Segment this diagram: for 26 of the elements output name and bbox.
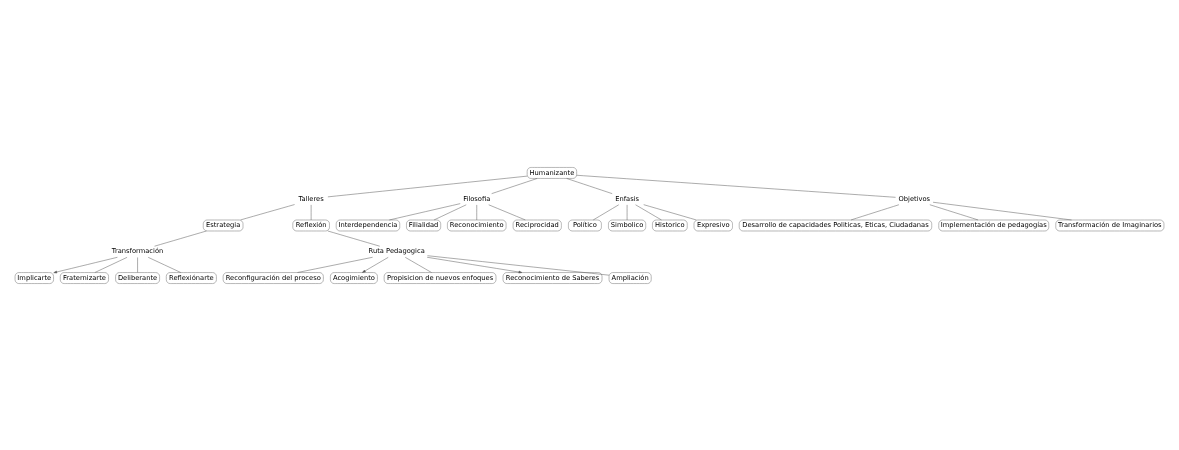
connector (147, 256, 181, 273)
connector (576, 174, 896, 198)
connector (433, 204, 467, 220)
arrow (426, 256, 523, 273)
connector (327, 230, 380, 246)
connector (137, 256, 138, 273)
connector (327, 175, 528, 197)
connector (94, 256, 128, 273)
connector (593, 204, 619, 220)
connector (932, 201, 1072, 220)
connector (240, 203, 295, 220)
connector (154, 230, 207, 246)
connector (297, 256, 373, 273)
arrow (53, 256, 118, 273)
connector (405, 256, 432, 273)
connector (643, 203, 697, 220)
connector (476, 204, 477, 220)
connector (389, 202, 461, 220)
connector (635, 204, 662, 220)
connector (850, 203, 900, 220)
connector (488, 204, 526, 220)
connector (929, 203, 979, 220)
connector (566, 177, 613, 194)
connector (491, 177, 538, 194)
connector (427, 254, 610, 275)
arrow (362, 256, 389, 273)
